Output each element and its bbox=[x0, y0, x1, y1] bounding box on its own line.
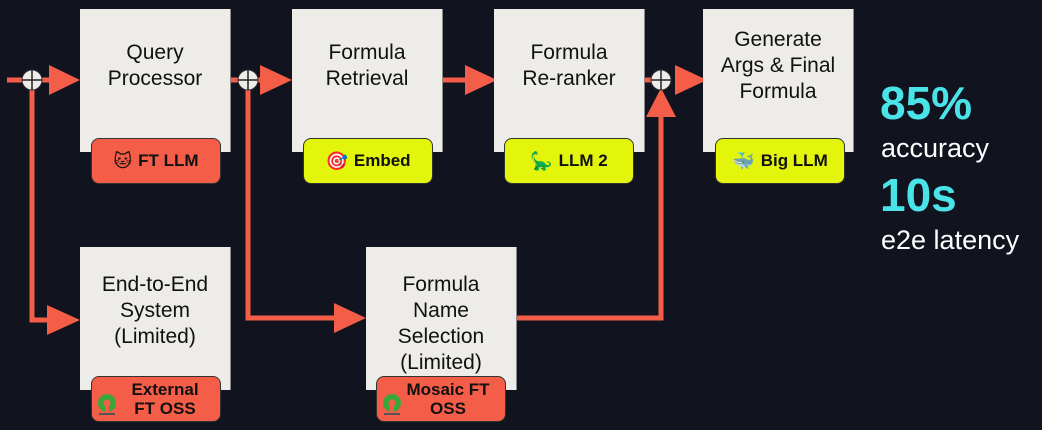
node-formula-reranker[interactable]: Formula Re-ranker bbox=[494, 9, 645, 152]
node-label: Query Processor bbox=[107, 40, 203, 90]
badge-label: Big LLM bbox=[760, 151, 828, 170]
dinosaur-icon: 🦕 bbox=[530, 150, 553, 171]
open-source-icon bbox=[98, 394, 116, 415]
badge-label: FT LLM bbox=[138, 151, 199, 170]
node-label: End-to-End System (Limited) bbox=[101, 272, 209, 348]
whale-icon: 🐳 bbox=[732, 150, 755, 171]
cat-face-icon: 🐱 bbox=[113, 150, 133, 171]
summing-junction-icon bbox=[650, 69, 672, 91]
node-label: Generate Args & Final Formula bbox=[720, 27, 836, 103]
badge-label: Embed bbox=[353, 151, 411, 170]
badge-external-ft-oss: External FT OSS bbox=[91, 376, 221, 422]
summing-junctions bbox=[21, 69, 672, 91]
arrowhead bbox=[675, 65, 707, 95]
badge-line2: OSS bbox=[430, 399, 466, 418]
branch-wire-end-to-end bbox=[29, 90, 50, 323]
summing-junction-icon bbox=[21, 69, 43, 91]
badge-line1: Mosaic FT bbox=[406, 380, 490, 399]
arrowhead bbox=[49, 65, 80, 95]
metric-accuracy-value: 85% bbox=[880, 77, 973, 129]
node-query-processor[interactable]: Query Processor bbox=[80, 9, 231, 152]
arrowhead bbox=[47, 305, 80, 335]
badge-line1: External bbox=[131, 380, 199, 399]
badge-big-llm: 🐳 Big LLM bbox=[715, 138, 845, 184]
node-formula-retrieval[interactable]: Formula Retrieval bbox=[292, 9, 443, 152]
badge-mosaic-ft-oss: Mosaic FT OSS bbox=[376, 376, 506, 422]
arrowhead bbox=[465, 65, 497, 95]
node-formula-name-selection[interactable]: Formula Name Selection (Limited) bbox=[366, 247, 517, 390]
open-source-icon bbox=[383, 394, 401, 415]
node-generate-args[interactable]: Generate Args & Final Formula bbox=[703, 9, 854, 152]
metric-accuracy-label: accuracy bbox=[881, 133, 990, 163]
wire-name-selection-up bbox=[516, 112, 664, 321]
metric-latency-label: e2e latency bbox=[881, 225, 1020, 255]
node-label: Formula Retrieval bbox=[325, 40, 409, 90]
arrowhead bbox=[260, 65, 292, 95]
arrowhead bbox=[646, 88, 676, 117]
metric-latency-value: 10s bbox=[880, 169, 957, 221]
summing-junction-icon bbox=[237, 69, 259, 91]
node-label: Formula Name Selection (Limited) bbox=[397, 272, 485, 374]
badge-line2: FT OSS bbox=[134, 399, 196, 418]
badge-label: LLM 2 bbox=[558, 151, 608, 170]
node-end-to-end[interactable]: End-to-End System (Limited) bbox=[80, 247, 231, 390]
badge-llm2: 🦕 LLM 2 bbox=[504, 138, 634, 184]
target-icon: 🎯 bbox=[325, 150, 348, 171]
arrowhead bbox=[334, 303, 366, 333]
node-label: Formula Re-ranker bbox=[522, 40, 616, 90]
branch-wire-name-selection bbox=[245, 90, 335, 321]
badge-embed: 🎯 Embed bbox=[303, 138, 433, 184]
badge-ft-llm: 🐱 FT LLM bbox=[91, 138, 221, 184]
